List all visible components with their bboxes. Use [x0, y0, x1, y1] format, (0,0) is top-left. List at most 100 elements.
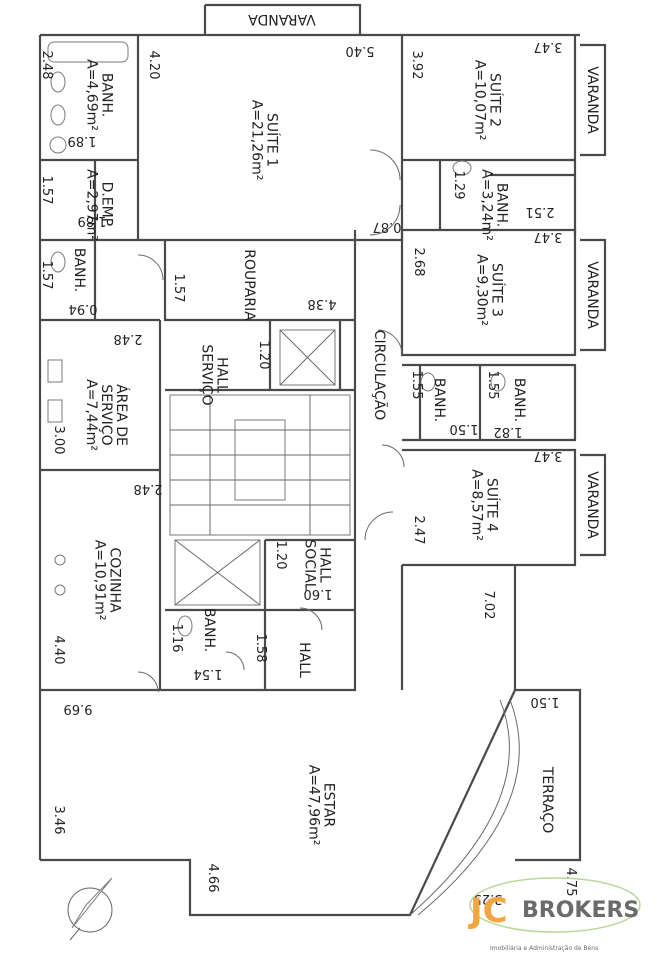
room-label-suite-3-line: SUÍTE 3: [489, 263, 506, 317]
room-label-banh-emp-line: BANH.: [71, 248, 87, 292]
dimension-label-line: 2.48: [134, 481, 163, 496]
dimension-label: 1.89: [78, 213, 107, 228]
dimension-label-line: 3.47: [534, 229, 563, 244]
logo-tagline: Imobiliária e Administração de Bens: [490, 945, 598, 952]
room-label-suite-2-line: SUÍTE 2: [487, 73, 504, 127]
dimension-label-line: 1.16: [169, 624, 184, 653]
sink-icon: [47, 399, 63, 423]
dimension-label-line: 1.82: [494, 424, 523, 439]
room-label-terraco-line: TERRAÇO: [539, 766, 555, 833]
sink-icon: [47, 359, 63, 383]
dimension-label-line: 5.40: [346, 43, 375, 58]
room-label-suite-3: SUÍTE 3A=9,30m²: [474, 254, 506, 326]
dimension-label-line: 1.50: [531, 694, 560, 709]
dimension-label-line: 2.48: [114, 331, 143, 346]
dimension-label: 4.40: [51, 636, 66, 665]
room-label-hall: HALL: [296, 642, 312, 678]
dimension-label: 7.02: [481, 591, 496, 620]
dimension-label-line: 4.20: [146, 51, 161, 80]
room-label-d-emp: D.EMP.A=2,97m²: [84, 169, 115, 241]
dimension-label: 9.69: [64, 701, 93, 716]
dimension-label-line: 3.25: [474, 891, 503, 906]
toilet-icon: [452, 160, 472, 176]
room-label-circulacao: CIRCULAÇÃO: [371, 330, 388, 421]
room-label-banh-s2-line: A=3,24m²: [479, 169, 495, 241]
dimension-label-line: 1.55: [485, 371, 500, 400]
room-label-suite-1: SUÍTE 1A=21,26m²: [249, 100, 281, 181]
room-label-banh-a-line: BANH.: [431, 378, 447, 422]
toilet-icon: [177, 615, 193, 637]
dimension-label: 4.38: [308, 296, 337, 311]
dimension-label-line: 7.02: [481, 591, 496, 620]
room-label-varanda-top: VARANDA: [248, 11, 316, 27]
dimension-label: 2.48: [114, 331, 143, 346]
logo-mark: JC: [468, 891, 508, 931]
dimension-label: 3.47: [534, 229, 563, 244]
dimension-label-line: 1.20: [256, 341, 271, 370]
dimension-label: 1.50: [450, 421, 479, 436]
dimension-label: 1.57: [39, 176, 54, 205]
room-label-varanda-s3: VARANDA: [584, 261, 600, 329]
dimension-label-line: 9.69: [64, 701, 93, 716]
dimension-label: 1.20: [273, 541, 288, 570]
room-label-banh-1-line: BANH.: [99, 73, 115, 117]
walls: [38, 3, 607, 917]
room-label-banh-a: BANH.: [431, 378, 447, 422]
room-label-hall-social: HALLSOCIAL: [302, 539, 333, 590]
room-label-cozinha-line: COZINHA: [107, 547, 123, 613]
room-label-rouparia: ROUPARIA: [241, 249, 257, 321]
dimension-label: 1.55: [409, 371, 424, 400]
room-label-hall-line: HALL: [296, 642, 312, 678]
room-label-suite-1-line: A=21,26m²: [249, 100, 265, 181]
dimension-label: 1.20: [256, 341, 271, 370]
room-label-suite-4-line: A=8,57m²: [469, 469, 485, 541]
dimension-label: 2.47: [411, 516, 426, 545]
sink-icon: [54, 554, 66, 566]
room-label-cozinha: COZINHAA=10,91m²: [92, 540, 123, 621]
dimension-label-line: 3.92: [409, 51, 424, 80]
dimension-label: 1.50: [531, 694, 560, 709]
room-label-varanda-top-line: VARANDA: [248, 11, 316, 27]
sink-icon: [47, 41, 129, 63]
dimension-label: 1.60: [304, 586, 333, 601]
dimension-label-line: 3.46: [51, 806, 66, 835]
dimension-label: 4.75: [563, 868, 578, 897]
door-swing-icon: [137, 671, 159, 693]
dimension-label: 0.94: [69, 301, 98, 316]
room-label-circulacao-line: CIRCULAÇÃO: [371, 330, 388, 421]
dimension-label: 1.89: [68, 133, 97, 148]
room-label-rouparia-line: ROUPARIA: [241, 249, 257, 321]
room-label-terraco: TERRAÇO: [539, 766, 555, 833]
dimension-label: 4.66: [205, 864, 220, 893]
dimension-label: 3.00: [51, 426, 66, 455]
dimension-label-line: 2.68: [411, 248, 426, 277]
room-labels: VARANDA SUÍTE 1A=21,26m² SUÍTE 2A=10,07m² V…: [71, 11, 600, 845]
sink-icon: [49, 136, 67, 154]
dimension-label: 2.48: [39, 51, 54, 80]
dimension-label: 1.58: [253, 634, 268, 663]
room-label-area-servico-line: ÁREA DE: [113, 384, 130, 446]
room-label-suite-2: SUÍTE 2A=10,07m²: [472, 60, 504, 141]
dimension-label-line: 0.94: [69, 301, 98, 316]
dimension-label-line: 1.60: [304, 586, 333, 601]
dimension-label-line: 2.48: [39, 51, 54, 80]
room-label-banh-b-line: BANH.: [511, 378, 527, 422]
toilet-icon: [490, 372, 506, 392]
dimension-label-line: 1.89: [68, 133, 97, 148]
sink-icon: [54, 584, 66, 596]
room-label-suite-1-line: SUÍTE 1: [264, 113, 281, 167]
dimension-label: 1.55: [485, 371, 500, 400]
dimension-label-line: 4.38: [308, 296, 337, 311]
dimension-label-line: 3.47: [534, 39, 563, 54]
room-label-banh-1-line: A=4,69m²: [84, 59, 100, 131]
room-label-varanda-s2: VARANDA: [584, 66, 600, 134]
room-label-d-emp-line: D.EMP.: [99, 182, 115, 229]
dimension-label-line: 1.57: [171, 274, 186, 303]
dimension-label-line: 1.58: [253, 634, 268, 663]
room-label-varanda-s4-line: VARANDA: [584, 471, 600, 539]
dimension-label: 1.54: [194, 666, 223, 681]
dimension-label-line: 3.00: [51, 426, 66, 455]
dimension-label-line: 4.66: [205, 864, 220, 893]
logo-name: BROKERS: [522, 898, 639, 923]
